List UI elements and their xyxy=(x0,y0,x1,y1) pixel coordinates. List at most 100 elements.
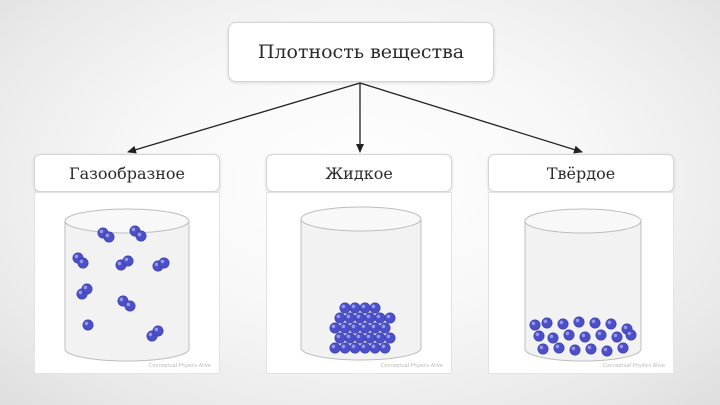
solid-particle xyxy=(538,344,548,354)
liquid-particle-highlight xyxy=(372,305,376,309)
solid-particle-highlight xyxy=(628,332,632,336)
diagram-title: Плотность вещества xyxy=(258,41,464,63)
gas-particle xyxy=(125,301,135,311)
solid-particle xyxy=(574,317,584,327)
liquid-watermark: Conceptual Physics Alive xyxy=(381,363,443,369)
liquid-label: Жидкое xyxy=(325,164,393,183)
liquid-particle xyxy=(375,333,385,343)
solid-particle xyxy=(618,343,628,353)
liquid-particle xyxy=(375,313,385,323)
solid-particle xyxy=(602,346,612,356)
liquid-particle-highlight xyxy=(347,315,351,319)
liquid-particle-highlight xyxy=(372,345,376,349)
liquid-particle xyxy=(365,333,375,343)
solid-particle xyxy=(554,343,564,353)
liquid-particle-highlight xyxy=(362,305,366,309)
gas-particle-highlight xyxy=(132,228,136,232)
solid-particle xyxy=(548,333,558,343)
liquid-particle xyxy=(335,313,345,323)
gas-particle xyxy=(78,258,88,268)
solid-particle-highlight xyxy=(614,334,618,338)
solid-particle xyxy=(530,320,540,330)
solid-particle-highlight xyxy=(532,322,536,326)
liquid-particle-highlight xyxy=(362,345,366,349)
solid-particle xyxy=(570,345,580,355)
solid-particle-highlight xyxy=(620,345,624,349)
solid-particle-highlight xyxy=(550,335,554,339)
liquid-particle-highlight xyxy=(352,345,356,349)
solid-particle-highlight xyxy=(592,320,596,324)
gas-particle-highlight xyxy=(149,333,153,337)
liquid-particle xyxy=(330,323,340,333)
liquid-particle-highlight xyxy=(357,315,361,319)
gas-particle-highlight xyxy=(85,322,89,326)
solid-particle xyxy=(586,344,596,354)
solid-particle xyxy=(534,331,544,341)
liquid-cylinder-illustration xyxy=(267,193,453,375)
gas-particle-highlight xyxy=(79,291,83,295)
solid-particle-highlight xyxy=(536,333,540,337)
solid-particle xyxy=(596,330,606,340)
liquid-particle-highlight xyxy=(377,335,381,339)
liquid-particle-highlight xyxy=(382,325,386,329)
liquid-particle-highlight xyxy=(352,325,356,329)
title-box: Плотность вещества xyxy=(228,22,494,82)
solid-particle-highlight xyxy=(576,319,580,323)
gas-label: Газообразное xyxy=(69,164,185,183)
solid-particle-highlight xyxy=(588,346,592,350)
liquid-particle xyxy=(360,323,370,333)
liquid-particle-highlight xyxy=(352,305,356,309)
gas-particle xyxy=(159,258,169,268)
gas-cylinder-illustration xyxy=(35,193,221,375)
solid-particle-highlight xyxy=(572,347,576,351)
liquid-particle xyxy=(350,303,360,313)
solid-particle-highlight xyxy=(544,320,548,324)
liquid-particle-highlight xyxy=(342,345,346,349)
liquid-particle xyxy=(345,313,355,323)
solid-particle xyxy=(558,319,568,329)
liquid-particle-highlight xyxy=(342,325,346,329)
liquid-particle xyxy=(350,343,360,353)
liquid-particle xyxy=(365,313,375,323)
liquid-particle-highlight xyxy=(372,325,376,329)
liquid-particle-highlight xyxy=(332,325,336,329)
liquid-particle xyxy=(370,303,380,313)
liquid-panel: Conceptual Physics Alive xyxy=(266,192,452,374)
liquid-particle xyxy=(370,323,380,333)
solid-particle xyxy=(606,319,616,329)
liquid-particle-highlight xyxy=(337,335,341,339)
liquid-particle xyxy=(345,333,355,343)
gas-particle xyxy=(123,256,133,266)
solid-particle xyxy=(542,318,552,328)
solid-label-box: Твёрдое xyxy=(488,154,674,192)
gas-particle-highlight xyxy=(75,255,79,259)
gas-particle-highlight xyxy=(120,298,124,302)
gas-particle-highlight xyxy=(138,233,142,237)
solid-particle-highlight xyxy=(582,334,586,338)
liquid-particle xyxy=(340,323,350,333)
gas-particle-highlight xyxy=(161,260,165,264)
liquid-particle xyxy=(355,313,365,323)
solid-particle xyxy=(580,332,590,342)
gas-particle xyxy=(136,231,146,241)
solid-particle-highlight xyxy=(566,332,570,336)
solid-label: Твёрдое xyxy=(547,164,615,183)
solid-particle xyxy=(564,330,574,340)
gas-particle-highlight xyxy=(125,258,129,262)
liquid-particle xyxy=(350,323,360,333)
solid-particle-highlight xyxy=(598,332,602,336)
liquid-particle-highlight xyxy=(367,315,371,319)
gas-particle-highlight xyxy=(106,234,110,238)
solid-cylinder-illustration xyxy=(489,193,675,375)
gas-particle xyxy=(83,320,93,330)
gas-particle xyxy=(153,326,163,336)
liquid-particle xyxy=(335,333,345,343)
liquid-particle-highlight xyxy=(377,315,381,319)
liquid-particle-highlight xyxy=(347,335,351,339)
gas-particle-highlight xyxy=(84,286,88,290)
liquid-particle xyxy=(385,333,395,343)
gas-particle xyxy=(82,284,92,294)
liquid-particle-highlight xyxy=(332,345,336,349)
solid-particle-highlight xyxy=(624,326,628,330)
solid-particle xyxy=(612,332,622,342)
